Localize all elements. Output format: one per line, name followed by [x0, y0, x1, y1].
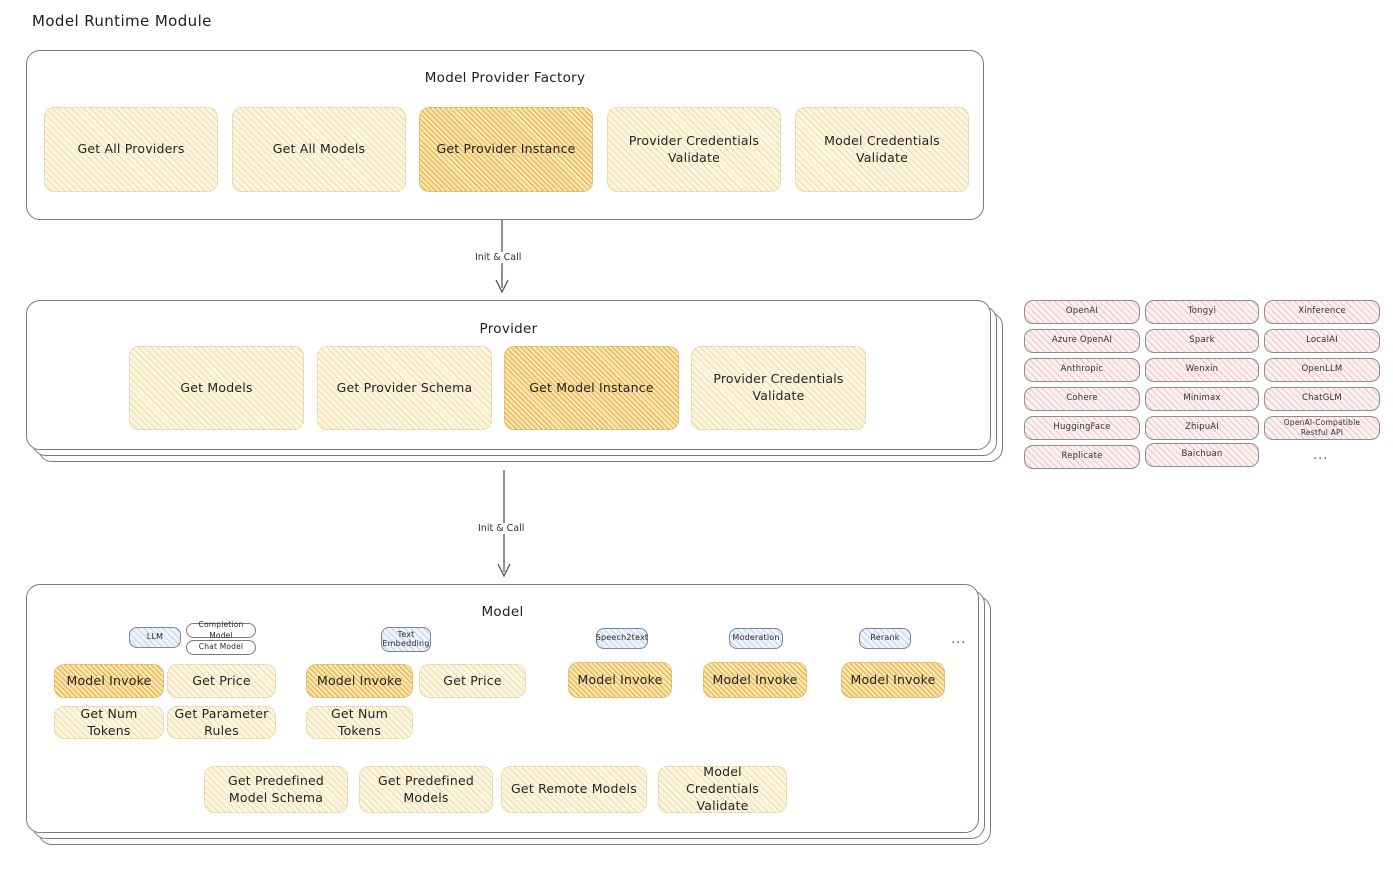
provider-node-provider-credentials-validate[interactable]: Provider Credentials Validate: [691, 346, 866, 430]
model-method-rerank-model-invoke[interactable]: Model Invoke: [841, 662, 945, 698]
provider-chip-huggingface[interactable]: HuggingFace: [1024, 416, 1140, 440]
provider-node-get-models[interactable]: Get Models: [129, 346, 304, 430]
factory-node-get-provider-instance[interactable]: Get Provider Instance: [419, 107, 593, 192]
model-type-badge-llm[interactable]: LLM: [129, 627, 181, 648]
model-type-badge-speech2text[interactable]: Speech2text: [596, 628, 648, 649]
model-method-llm-get-parameter-rules[interactable]: Get Parameter Rules: [167, 706, 276, 739]
provider-chip-spark[interactable]: Spark: [1145, 329, 1259, 353]
model-method-text-embedding-model-invoke[interactable]: Model Invoke: [306, 664, 413, 698]
model-types-more: ...: [951, 632, 967, 647]
provider-node-get-provider-schema[interactable]: Get Provider Schema: [317, 346, 492, 430]
factory-node-get-all-providers[interactable]: Get All Providers: [44, 107, 218, 192]
provider-title: Provider: [479, 321, 538, 337]
provider-chip-xinference[interactable]: Xinference: [1264, 300, 1380, 324]
model-provider-factory-title: Model Provider Factory: [424, 70, 586, 86]
provider-chip-replicate[interactable]: Replicate: [1024, 445, 1140, 469]
arrow-factory-to-provider-label: Init & Call: [471, 252, 526, 263]
provider-chip-cohere[interactable]: Cohere: [1024, 387, 1140, 411]
model-method-speech2text-model-invoke[interactable]: Model Invoke: [568, 662, 672, 698]
model-type-badge-rerank[interactable]: Rerank: [859, 628, 911, 649]
arrow-provider-to-model: [497, 470, 511, 578]
provider-chip-openai[interactable]: OpenAI: [1024, 300, 1140, 324]
factory-node-get-all-models[interactable]: Get All Models: [232, 107, 406, 192]
model-title: Model: [481, 604, 524, 620]
provider-chip-zhipuai[interactable]: ZhipuAI: [1145, 416, 1259, 440]
provider-list-more: ...: [1313, 448, 1329, 463]
model-method-text-embedding-get-num-tokens[interactable]: Get Num Tokens: [306, 706, 413, 739]
provider-chip-list: OpenAI Azure OpenAI Anthropic Cohere Hug…: [1024, 300, 1380, 475]
model-type-badge-text-embedding[interactable]: Text Embedding: [381, 627, 431, 652]
model-subtype-badge-chat-model[interactable]: Chat Model: [186, 640, 256, 655]
factory-node-model-credentials-validate[interactable]: Model Credentials Validate: [795, 107, 969, 192]
provider-chip-minimax[interactable]: Minimax: [1145, 387, 1259, 411]
provider-chip-wenxin[interactable]: Wenxin: [1145, 358, 1259, 382]
provider-chip-tongyi[interactable]: Tongyi: [1145, 300, 1259, 324]
model-method-text-embedding-get-price[interactable]: Get Price: [419, 664, 526, 698]
provider-chip-azure-openai[interactable]: Azure OpenAI: [1024, 329, 1140, 353]
provider-chip-anthropic[interactable]: Anthropic: [1024, 358, 1140, 382]
model-common-method-get-predefined-models[interactable]: Get Predefined Models: [359, 766, 493, 813]
model-method-moderation-model-invoke[interactable]: Model Invoke: [703, 662, 807, 698]
model-type-badge-moderation[interactable]: Moderation: [729, 628, 783, 649]
arrow-provider-to-model-label: Init & Call: [474, 523, 529, 534]
model-subtype-badge-completion-model[interactable]: Completion Model: [186, 620, 256, 640]
provider-chip-openai-compatible-restful-api[interactable]: OpenAI-Compatible Restful API: [1264, 416, 1380, 440]
model-method-llm-get-num-tokens[interactable]: Get Num Tokens: [54, 706, 164, 739]
provider-chip-openllm[interactable]: OpenLLM: [1264, 358, 1380, 382]
model-method-llm-get-price[interactable]: Get Price: [167, 664, 276, 698]
model-common-method-model-credentials-validate[interactable]: Model Credentials Validate: [658, 764, 787, 813]
factory-node-provider-credentials-validate[interactable]: Provider Credentials Validate: [607, 107, 781, 192]
provider-chip-baichuan[interactable]: Baichuan: [1145, 443, 1259, 467]
provider-node-get-model-instance[interactable]: Get Model Instance: [504, 346, 679, 430]
model-common-method-get-remote-models[interactable]: Get Remote Models: [501, 766, 647, 813]
page-title: Model Runtime Module: [32, 12, 212, 30]
provider-chip-localai[interactable]: LocalAI: [1264, 329, 1380, 353]
model-common-method-get-predefined-model-schema[interactable]: Get Predefined Model Schema: [204, 766, 348, 813]
provider-chip-chatglm[interactable]: ChatGLM: [1264, 387, 1380, 411]
model-method-llm-model-invoke[interactable]: Model Invoke: [54, 664, 164, 698]
